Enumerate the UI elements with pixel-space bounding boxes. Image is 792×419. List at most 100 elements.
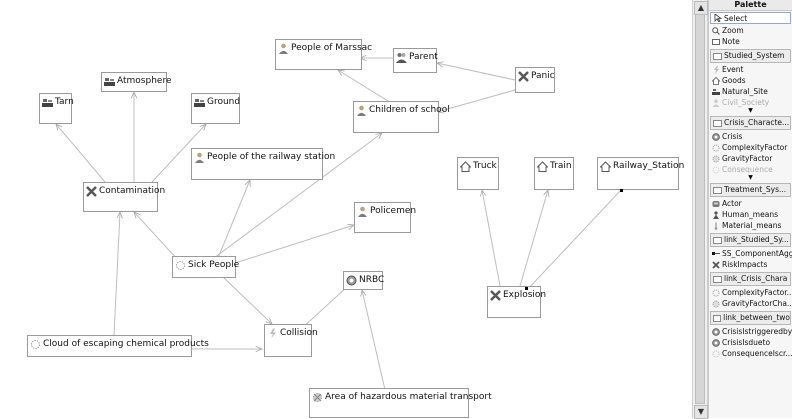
zoom-icon	[712, 26, 720, 35]
palette-item-complexity-factor-link[interactable]: ComplexityFactor...	[709, 287, 792, 298]
risk-impact-icon	[86, 186, 97, 197]
palette-title: Palette	[709, 0, 792, 11]
palette-item-material-means[interactable]: Material_means	[709, 220, 792, 231]
palette-tool-select[interactable]: Select	[710, 12, 791, 24]
palette-item-goods[interactable]: Goods	[709, 75, 792, 86]
palette-item-consequence[interactable]: Consequence	[709, 164, 792, 175]
event-icon	[267, 328, 278, 339]
risk-impact-icon	[712, 260, 720, 269]
drawer-treatment-system[interactable]: Treatment_Sys...	[710, 183, 791, 197]
link-explosion-station	[526, 189, 622, 291]
link-nrbc-collision	[300, 285, 349, 330]
drawer-crisis-characteristics[interactable]: Crisis_Characte...	[710, 116, 791, 130]
palette-item-human-means[interactable]: Human_means	[709, 209, 792, 220]
link-icon	[712, 250, 720, 258]
drawer-link-studied-system[interactable]: link_Studied_Sy...	[710, 233, 791, 247]
palette-tool-zoom[interactable]: Zoom	[709, 25, 792, 36]
complexity-factor-icon	[712, 144, 720, 152]
natural-site-icon	[42, 97, 53, 108]
palette-item-gravity-factor-link[interactable]: GravityFactorCha...	[709, 298, 792, 309]
palette-item-crisis[interactable]: Crisis	[709, 131, 792, 142]
palette-item-crisis-is-due[interactable]: CrisisIsdueto	[709, 337, 792, 348]
palette-panel: Palette Select Zoom Note Studied_System …	[708, 0, 792, 418]
complexity-factor-icon	[712, 289, 720, 297]
node-panic[interactable]: Panic	[515, 67, 555, 93]
palette-item-gravity-factor[interactable]: GravityFactor	[709, 153, 792, 164]
diagram-canvas[interactable]: People of Marssac Parent Panic Children …	[0, 0, 692, 418]
consequence-icon	[712, 166, 720, 174]
node-collision[interactable]: Collision	[264, 324, 318, 357]
palette-item-actor[interactable]: Actor	[709, 198, 792, 209]
consequence-icon	[712, 350, 720, 358]
node-tarn[interactable]: Tarn	[39, 93, 74, 124]
more-items-icon[interactable]: ▼	[748, 174, 753, 181]
link-children-marssac	[338, 70, 389, 102]
folder-icon	[713, 236, 722, 244]
link-contamination-tarn	[56, 124, 106, 183]
vertical-scrollbar[interactable]: ▲ ▼	[692, 0, 708, 419]
scroll-thumb[interactable]	[695, 14, 705, 404]
folder-icon	[713, 119, 722, 127]
drawer-link-between-two[interactable]: link_between_two	[710, 311, 791, 325]
palette-item-complexity-factor[interactable]: ComplexityFactor	[709, 142, 792, 153]
node-train[interactable]: Train	[534, 157, 574, 190]
link-explosion-truck	[482, 190, 501, 287]
more-items-icon[interactable]: ▼	[748, 107, 753, 114]
node-contamination[interactable]: Contamination	[83, 182, 165, 212]
node-sick-people[interactable]: Sick People	[172, 256, 239, 278]
link-sickpeople-policemen	[231, 225, 354, 265]
node-nrbc[interactable]: NRBC	[343, 271, 384, 290]
person-icon	[712, 98, 720, 107]
node-people-marssac[interactable]: People of Marssac	[275, 39, 372, 70]
link-panic-parent	[437, 63, 516, 81]
node-people-railway[interactable]: People of the railway station	[191, 148, 335, 180]
palette-item-civil-society[interactable]: Civil_Society	[709, 97, 792, 108]
node-atmosphere[interactable]: Atmosphere	[101, 72, 171, 92]
link-cloud-contamination	[113, 212, 120, 336]
palette-item-crisis-triggered[interactable]: CrisisIstriggeredby	[709, 326, 792, 337]
scroll-down-button[interactable]: ▼	[694, 405, 708, 419]
selection-handle[interactable]	[525, 287, 528, 290]
risk-impact-icon	[490, 290, 501, 301]
node-cloud-chemical[interactable]: Cloud of escaping chemical products	[27, 335, 209, 357]
crisis-icon	[712, 327, 720, 336]
node-area-hazardous[interactable]: Area of hazardous material transport	[309, 388, 492, 418]
human-means-icon	[712, 210, 720, 219]
node-ground[interactable]: Ground	[191, 93, 240, 124]
link-contamination-ground	[151, 124, 206, 183]
link-sickpeople-collision	[221, 275, 272, 324]
palette-item-event[interactable]: Event	[709, 64, 792, 75]
actor-icon	[712, 200, 720, 208]
crisis-icon	[712, 338, 720, 347]
node-parent[interactable]: Parent	[393, 48, 438, 73]
goods-icon	[459, 161, 472, 172]
scroll-up-button[interactable]: ▲	[694, 1, 708, 15]
link-sickpeople-railwaypeople	[217, 180, 250, 259]
node-railway-station[interactable]: Railway_Station	[597, 157, 684, 190]
palette-item-ss-component[interactable]: SS_ComponentAggr...	[709, 248, 792, 259]
link-sickpeople-children	[213, 133, 382, 259]
connection-handle[interactable]	[620, 189, 623, 192]
crisis-icon	[712, 132, 720, 141]
gravity-factor-icon	[312, 392, 323, 403]
natural-site-icon	[104, 76, 115, 87]
drawer-link-crisis[interactable]: link_Crisis_Chara	[710, 272, 791, 286]
palette-item-consequence-link[interactable]: ConsequenceIscr...	[709, 348, 792, 359]
palette-item-risk-impacts[interactable]: RiskImpacts	[709, 259, 792, 270]
natural-site-icon	[712, 88, 720, 96]
node-children-school[interactable]: Children of school	[353, 101, 450, 133]
link-panic-children	[437, 89, 516, 112]
node-explosion[interactable]: Explosion	[487, 286, 546, 318]
goods-icon	[599, 161, 612, 172]
folder-icon	[713, 275, 722, 283]
drawer-studied-system[interactable]: Studied_System	[710, 49, 791, 63]
node-truck[interactable]: Truck	[457, 157, 499, 190]
palette-tool-note[interactable]: Note	[709, 36, 792, 47]
person-icon	[278, 43, 289, 54]
arrow-pointer-icon	[714, 13, 723, 23]
node-policemen[interactable]: Policemen	[354, 202, 416, 233]
palette-item-natural-site[interactable]: Natural_Site	[709, 86, 792, 97]
event-icon	[712, 65, 720, 74]
link-sickpeople-contamination	[134, 212, 179, 261]
complexity-factor-icon	[30, 339, 41, 350]
